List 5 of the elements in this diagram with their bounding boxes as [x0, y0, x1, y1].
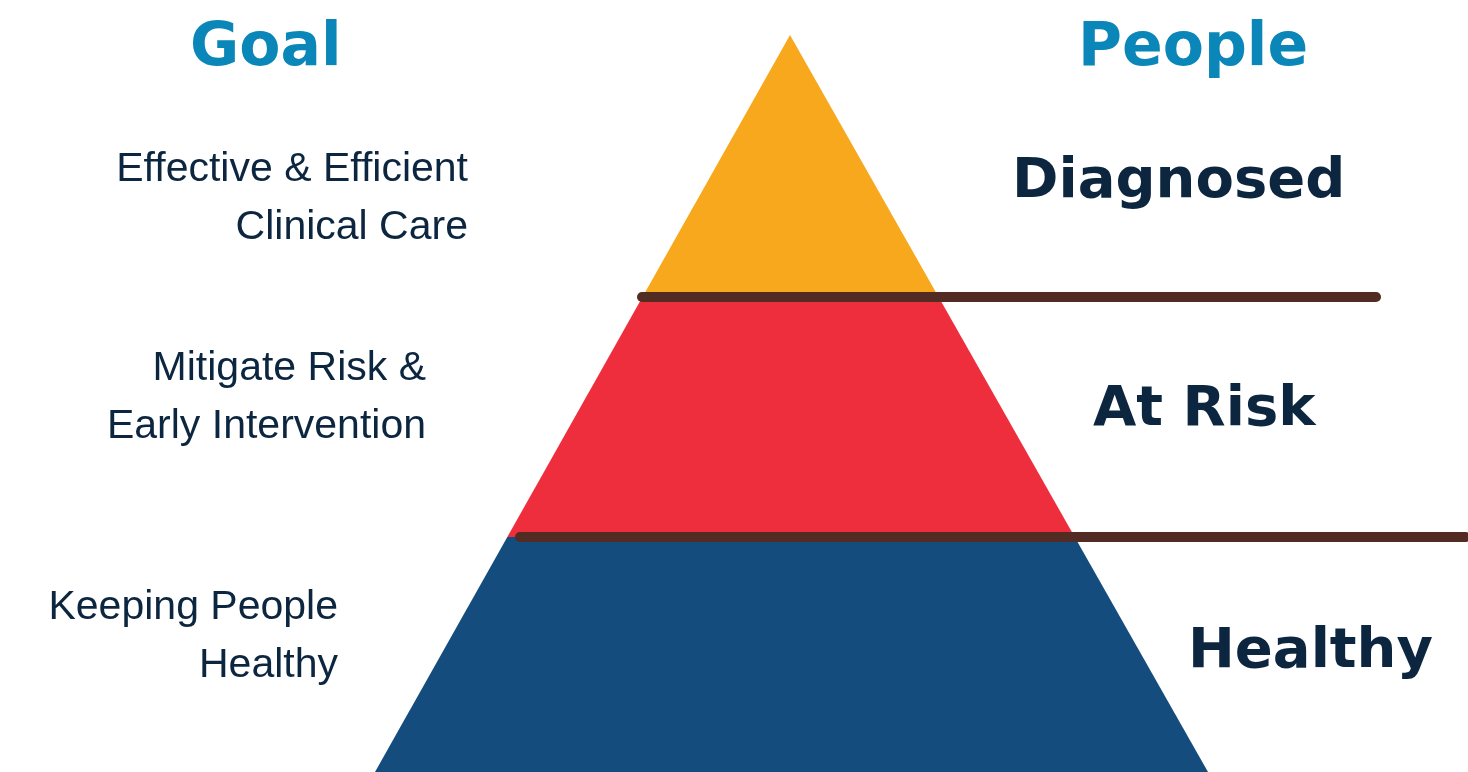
- column-heading: Goal: [190, 14, 342, 74]
- goal-text: Keeping People Healthy: [47, 581, 338, 688]
- goal-text: Mitigate Risk & Early Intervention: [105, 342, 426, 449]
- people-group-label: At Risk: [1093, 378, 1316, 434]
- goal-text: Effective & Efficient Clinical Care: [115, 143, 468, 250]
